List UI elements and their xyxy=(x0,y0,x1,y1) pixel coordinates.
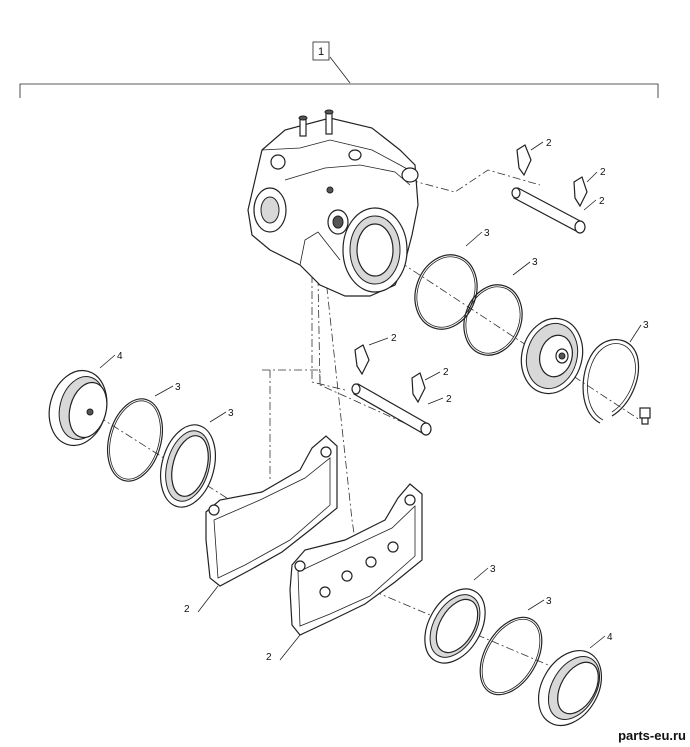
ring-left-a xyxy=(107,398,163,482)
ring-upper-b xyxy=(463,284,523,356)
brake-pad-left: 2 xyxy=(184,435,338,615)
ring-lower-b xyxy=(479,616,543,696)
cap-left: 4 xyxy=(48,351,123,447)
callout-clip-top-a: 2 xyxy=(546,138,552,149)
callout-ring-upper-a: 3 xyxy=(484,228,490,239)
callout-cap-lower: 4 xyxy=(607,632,613,643)
brake-pad-right: 2 xyxy=(266,483,423,663)
clip-mid-a xyxy=(354,344,370,376)
callout-pin-mid: 2 xyxy=(446,394,452,405)
assembly-bracket xyxy=(19,83,659,98)
callout-pad-right: 2 xyxy=(266,652,272,663)
callout-ring-left-a: 3 xyxy=(175,382,181,393)
guide-pin-top xyxy=(513,187,583,233)
snap-ring-right: 3 xyxy=(582,320,651,425)
assembly-callout: 1 xyxy=(19,41,659,98)
bleeder-valve-left xyxy=(299,117,307,137)
bleeder-valve-right xyxy=(325,111,333,135)
callout-ring-lower-a: 3 xyxy=(490,564,496,575)
callout-clip-mid-a: 2 xyxy=(391,333,397,344)
callout-piston-right-ring: 3 xyxy=(643,320,649,331)
clip-top-a xyxy=(516,144,532,177)
callout-ring-left-b: 3 xyxy=(228,408,234,419)
bleed-screw xyxy=(639,407,651,419)
caliper-housing xyxy=(247,109,419,297)
lower-seal-rings: 3 3 xyxy=(424,564,552,696)
cap-lower: 4 xyxy=(537,632,613,726)
upper-seal-rings: 3 3 xyxy=(414,228,538,356)
ring-upper-a xyxy=(414,254,478,330)
pin-top-group: 2 2 2 xyxy=(511,138,606,234)
clip-mid-b xyxy=(411,372,426,404)
pin-mid-group: 2 2 2 xyxy=(351,333,452,436)
callout-ring-lower-b: 3 xyxy=(546,596,552,607)
assembly-number: 1 xyxy=(318,46,324,58)
callout-clip-mid-b: 2 xyxy=(443,367,449,378)
callout-ring-upper-b: 3 xyxy=(532,257,538,268)
piston-right xyxy=(520,317,584,395)
clip-top-b xyxy=(573,176,588,208)
left-seal-rings: 3 3 xyxy=(107,382,234,508)
callout-clip-top-b: 2 xyxy=(600,167,606,178)
watermark: parts-eu.ru xyxy=(618,728,686,743)
callout-pin-top: 2 xyxy=(599,196,605,207)
callout-cap-left: 4 xyxy=(117,351,123,362)
callout-pad-left: 2 xyxy=(184,604,190,615)
